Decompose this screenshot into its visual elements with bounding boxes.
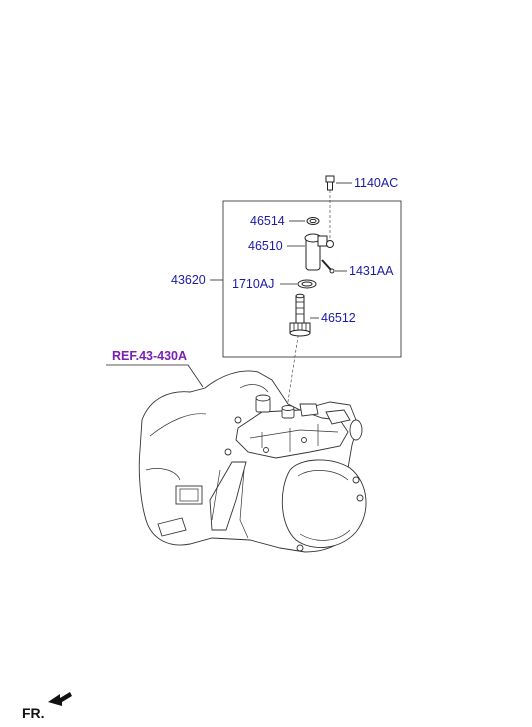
driven-gear-46512-part[interactable]	[289, 293, 311, 337]
o-ring-1710AJ-part[interactable]	[297, 279, 317, 289]
label-46512[interactable]: 46512	[321, 311, 356, 325]
assembly-box	[222, 200, 402, 358]
reference-leader	[106, 364, 204, 388]
speed-sensor-46510-part[interactable]	[304, 233, 334, 271]
label-43620[interactable]: 43620	[171, 273, 206, 287]
bolt-1140AC-part[interactable]	[325, 175, 335, 191]
reference-label[interactable]: REF.43-430A	[112, 349, 187, 363]
pin-1431AA-part[interactable]	[321, 259, 335, 274]
o-ring-46514-part[interactable]	[306, 217, 320, 225]
label-1431AA[interactable]: 1431AA	[349, 264, 394, 278]
label-1710AJ[interactable]: 1710AJ	[232, 277, 274, 291]
arrow-icon	[48, 692, 72, 706]
label-46510[interactable]: 46510	[248, 239, 283, 253]
label-1140AC[interactable]: 1140AC	[354, 176, 398, 190]
direction-label: FR.	[22, 705, 45, 721]
center-axis-line-lower	[286, 329, 300, 409]
transmission-housing[interactable]	[138, 370, 367, 553]
label-46514[interactable]: 46514	[250, 214, 285, 228]
